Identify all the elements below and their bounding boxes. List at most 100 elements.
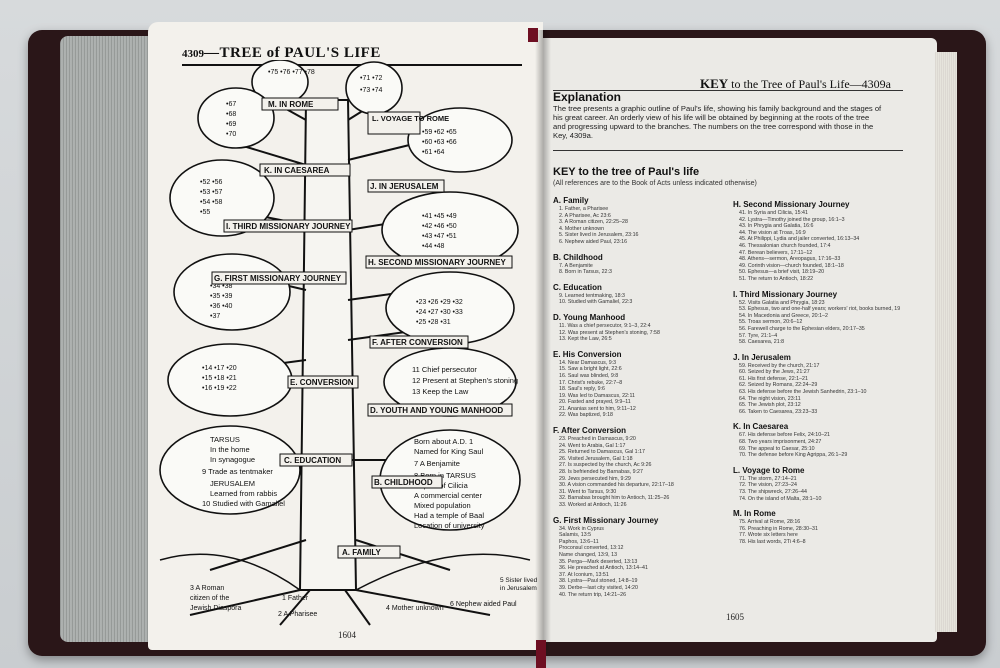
svg-text:Learned from rabbis: Learned from rabbis: [210, 489, 277, 498]
key-entry: 10. Studied with Gamaliel, 22:3: [559, 299, 633, 306]
branch-label-a: A. FAMILY: [342, 548, 381, 557]
key-entry: 17. Christ's rebuke, 22:7–8: [559, 379, 623, 386]
branch-label-k: K. IN CAESAREA: [264, 166, 330, 175]
key-entry: 41. In Syria and Cilicia, 15:41: [739, 210, 808, 216]
cloud-conversion: •14 •17 •20•15 •18 •21•16 •19 •22: [167, 343, 293, 417]
explanation-rule: [553, 150, 903, 151]
book-gutter: [535, 30, 551, 650]
key-entry: 72. The vision, 27:23–24: [739, 482, 797, 489]
svg-text:•67: •67: [226, 101, 236, 108]
key-entry: 30. A vision commanded his departure, 22…: [559, 482, 674, 489]
key-entry: 25. Returned to Damascus, Gal 1:17: [559, 449, 645, 456]
key-section-heading: I. Third Missionary Journey: [733, 289, 838, 299]
key-entry: 67. His defense before Felix, 24:10–21: [739, 432, 830, 439]
branch-label-b: B. CHILDHOOD: [374, 478, 433, 487]
svg-text:•16 •19 •22: •16 •19 •22: [202, 385, 237, 392]
svg-text:•71 •72: •71 •72: [360, 75, 383, 82]
svg-text:in Jerusalem: in Jerusalem: [500, 585, 537, 592]
svg-text:A commercial center: A commercial center: [414, 491, 482, 500]
svg-text:In synagogue: In synagogue: [210, 455, 255, 464]
svg-text:•42 •46 •50: •42 •46 •50: [422, 223, 457, 230]
key-entry: 36. He preached at Antioch, 13:14–41: [559, 565, 648, 572]
key-entry: 51. The return to Antioch, 18:22: [739, 275, 814, 282]
svg-text:6 Nephew aided Paul: 6 Nephew aided Paul: [450, 601, 517, 608]
branch-label-e: E. CONVERSION: [290, 378, 354, 387]
cloud-education: TARSUS In the home In synagogue 9 Trade …: [159, 425, 301, 515]
key-entry: 12. Was present at Stephen's stoning, 7:…: [559, 329, 660, 336]
key-entry: 64. The night vision, 23:11: [739, 395, 801, 402]
key-entry: 55. Troas sermon, 20:6–12: [739, 319, 803, 326]
svg-text:7 A Benjamite: 7 A Benjamite: [414, 459, 460, 468]
svg-text:•52 •56: •52 •56: [200, 179, 223, 186]
key-section-heading: J. In Jerusalem: [733, 352, 791, 362]
svg-text:11 Chief persecutor: 11 Chief persecutor: [412, 365, 477, 374]
svg-text:•41 •45 •49: •41 •45 •49: [422, 213, 457, 220]
key-entry: 31. Went to Tarsus, 9:30: [559, 488, 617, 495]
svg-text:Had a temple of Baal: Had a temple of Baal: [414, 511, 484, 520]
branch-label-l: L. VOYAGE TO ROME: [372, 114, 449, 123]
key-section-heading: L. Voyage to Rome: [733, 465, 805, 475]
key-entry: 58. Caesarea, 21:8: [739, 339, 785, 346]
key-entry: 34. Work in Cyprus: [559, 525, 604, 532]
key-entry: 48. Athens—sermon, Areopagus, 17:16–33: [739, 256, 841, 263]
svg-text:•25 •28 •31: •25 •28 •31: [416, 319, 451, 326]
key-entry: 29. Jews persecuted him, 9:29: [559, 475, 631, 482]
key-entry: 1. Father, a Pharisee: [559, 206, 609, 212]
svg-text:13 Keep the Law: 13 Keep the Law: [412, 387, 469, 396]
svg-text:9 Trade as tentmaker: 9 Trade as tentmaker: [202, 467, 273, 476]
key-entry: 23. Preached in Damascus, 9:20: [559, 436, 636, 443]
key-entry: 13. Kept the Law, 26:5: [559, 336, 612, 343]
svg-text:•14 •17 •20: •14 •17 •20: [202, 365, 237, 372]
cloud-top-left: •67•68•69•70: [197, 87, 275, 149]
cloud-first: •34 •38•35 •39•36 •40•37: [173, 253, 291, 331]
key-entry: 20. Fasted and prayed, 9:9–11: [559, 399, 631, 406]
key-entry: 74. On the island of Malta, 28:1–10: [739, 495, 822, 502]
key-section-heading: E. His Conversion: [553, 349, 622, 359]
key-entry: 66. Taken to Caesarea, 23:23–33: [739, 408, 818, 415]
right-header-rule: [553, 90, 903, 91]
key-entry: 27. Is suspected by the church, Ac 9:26: [559, 462, 652, 469]
svg-text:•36 •40: •36 •40: [210, 303, 233, 310]
svg-text:•54 •58: •54 •58: [200, 199, 223, 206]
right-page: [543, 38, 937, 642]
key-entry: 43. In Phrygia and Galatia, 16:6: [739, 223, 814, 230]
explanation-title: Explanation: [553, 90, 622, 104]
key-section-heading: H. Second Missionary Journey: [733, 200, 850, 209]
key-entry: 47. Berean believers, 17:11–12: [739, 249, 813, 256]
key-entry: 57. Tyre, 21:1–4: [739, 332, 778, 339]
left-page-code: 4309: [182, 48, 204, 60]
branch-label-i: I. THIRD MISSIONARY JOURNEY: [226, 222, 351, 231]
key-entry: 19. Was led to Damascus, 22:11: [559, 392, 635, 399]
key-entry: 4. Mother unknown: [559, 225, 605, 232]
svg-text:•68: •68: [226, 111, 236, 118]
key-entry: 14. Near Damascus, 9:3: [559, 359, 617, 366]
left-page-header: 4309—TREE of PAUL'S LIFE: [182, 44, 381, 62]
key-entry: 71. The storm, 27:14–21: [739, 475, 797, 482]
key-entry: 65. The Jewish plot, 23:12: [739, 402, 801, 409]
right-page-header: KEY to the Tree of Paul's Life—4309a: [700, 76, 891, 92]
key-entry: 21. Ananias sent to him, 9:11–12: [559, 405, 636, 412]
right-header-text: to the Tree of Paul's Life: [728, 77, 850, 91]
svg-text:Mixed population: Mixed population: [414, 501, 471, 510]
key-entry: 22. Was baptized, 9:18: [559, 412, 613, 419]
svg-text:•23 •26 •29 •32: •23 •26 •29 •32: [416, 299, 463, 306]
key-entry: 68. Two years imprisonment, 24:27: [739, 439, 822, 446]
cloud-after-conversion: •23 •26 •29 •32•24 •27 •30 •33•25 •28 •3…: [385, 271, 515, 345]
right-page-code: —4309a: [849, 77, 891, 91]
key-entry: 70. The defense before King Agrippa, 26:…: [739, 452, 848, 459]
page-edges-right: [935, 52, 957, 632]
cloud-rome-labels: •75 •76 •77 •78: [268, 69, 315, 76]
key-entry: 45. At Philippi, Lydia and jailer conver…: [739, 236, 860, 243]
left-header-rule: [182, 64, 522, 66]
svg-text:•44 •48: •44 •48: [422, 243, 445, 250]
svg-text:•73 •74: •73 •74: [360, 87, 383, 94]
svg-text:•70: •70: [226, 131, 236, 138]
key-entry: 78. His last words, 2Ti 4:6–8: [739, 538, 806, 545]
